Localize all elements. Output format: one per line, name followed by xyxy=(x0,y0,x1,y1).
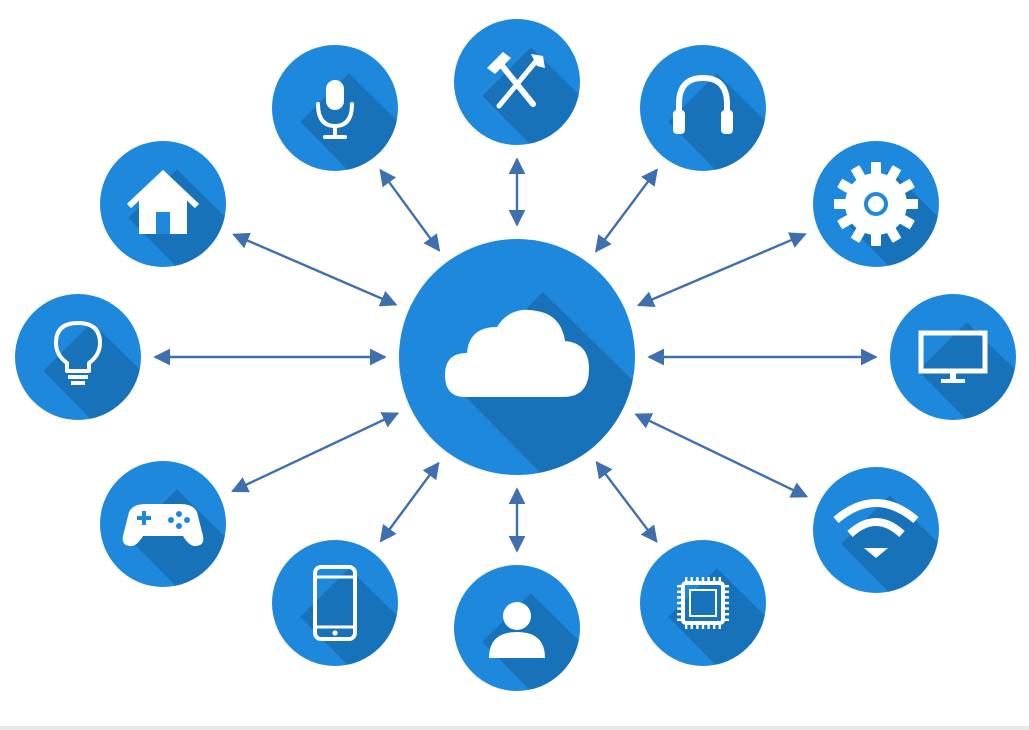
chip-node xyxy=(640,540,766,666)
wifi-node xyxy=(813,467,939,593)
lightbulb-node xyxy=(15,294,141,420)
bottom-divider xyxy=(0,726,1029,730)
arrow-microphone xyxy=(379,168,441,252)
monitor-node xyxy=(890,294,1016,420)
arrow-headphones xyxy=(594,168,658,253)
cloud-node xyxy=(399,239,635,475)
user-icon xyxy=(489,602,545,658)
microphone-icon xyxy=(316,80,354,139)
gear-node xyxy=(813,141,939,267)
cloud-hub xyxy=(399,239,635,475)
gear-icon xyxy=(834,162,918,246)
gamepad-icon xyxy=(122,504,204,546)
wifi-icon xyxy=(833,499,919,558)
user-node xyxy=(454,565,580,691)
headphones-icon xyxy=(673,74,733,134)
microphone-node xyxy=(272,45,398,171)
tools-icon xyxy=(487,52,545,109)
chip-icon xyxy=(677,577,729,629)
arrow-smartphone xyxy=(379,461,440,543)
arrow-home xyxy=(232,232,398,307)
arrow-gamepad xyxy=(231,412,400,493)
connector-arrows xyxy=(153,157,878,553)
smartphone-icon xyxy=(313,565,357,641)
home-icon xyxy=(126,169,200,234)
smartphone-node xyxy=(272,540,398,666)
tools-node xyxy=(454,19,580,145)
arrow-gear xyxy=(636,232,807,308)
headphones-node xyxy=(640,45,766,171)
cloud-icon xyxy=(445,309,589,397)
arrow-wifi xyxy=(634,413,809,498)
gamepad-node xyxy=(100,461,226,587)
home-node xyxy=(100,141,226,267)
lightbulb-icon xyxy=(54,321,102,385)
monitor-icon xyxy=(918,330,988,383)
arrow-chip xyxy=(595,460,658,543)
